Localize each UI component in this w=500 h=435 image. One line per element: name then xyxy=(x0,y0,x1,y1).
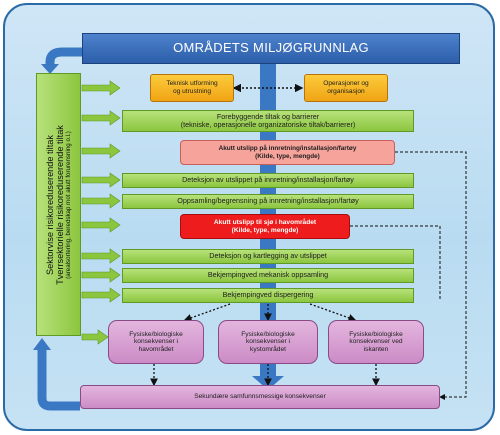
box-konsekvenser-kystomradet: Fysiske/biologiske konsekvenser i kystom… xyxy=(218,320,318,364)
box-operasjoner: Operasjoner og organisasjon xyxy=(304,74,388,102)
box-akutt-innretning: Akutt utslipp på innretning/installasjon… xyxy=(180,140,395,165)
arrow-to-mekanisk xyxy=(81,267,121,283)
arrow-to-akutt-havomrade xyxy=(81,217,121,233)
sidebar-line-2: Tverrsektorielle risikoreduserende tilta… xyxy=(55,124,66,285)
dotted-to-iskanten xyxy=(309,303,357,322)
dotted-to-havomradet xyxy=(183,303,231,322)
arrow-to-forebyggende xyxy=(81,110,121,126)
sidebar-line-1: Sektorvise risikoreduserende tiltak xyxy=(44,134,55,275)
box-konsekvenser-iskanten: Fysiske/biologiske konsekvenser ved iska… xyxy=(328,320,424,364)
arrow-to-kartlegging xyxy=(81,248,121,264)
dashed-connector-havomrade xyxy=(350,225,441,300)
box-forebyggende: Forebyggende tiltak og barrierer (teknis… xyxy=(122,110,414,132)
arrow-to-dispergering xyxy=(81,287,121,303)
sidebar-line-3: (arealsortering, beredskap mot akutt for… xyxy=(64,130,72,279)
feedback-arrow-top xyxy=(45,47,82,66)
dashed-connector-innretning xyxy=(395,151,467,400)
box-oppsamling: Oppsamling/begrensning på innretning/ins… xyxy=(122,194,414,209)
arrow-to-top-boxes xyxy=(81,80,121,96)
feedback-arrowhead-top xyxy=(41,64,59,74)
box-sekundaere-konsekvenser: Sekundære samfunnsmessige konsekvenser xyxy=(80,385,440,409)
box-deteksjon-innretning: Deteksjon av utslippet på innretning/ins… xyxy=(122,173,414,188)
arrow-to-oppsamling xyxy=(81,193,121,209)
arrow-to-akutt-innretning xyxy=(81,143,121,159)
sidebar-arrows xyxy=(81,80,121,345)
box-bekjemping-mekanisk: Bekjempingved mekanisk oppsamling xyxy=(122,268,414,283)
sidebar-text: Sektorvise risikoreduserende tiltak Tver… xyxy=(45,73,73,336)
feedback-arrowhead-bottom xyxy=(33,338,51,350)
feedback-arrow-bottom xyxy=(37,348,80,411)
box-konsekvenser-havomradet: Fysiske/biologiske konsekvenser i havomr… xyxy=(108,320,204,364)
box-deteksjon-kartlegging: Deteksjon og kartlegging av utslippet xyxy=(122,249,414,264)
arrow-to-consequences xyxy=(81,329,109,345)
box-teknisk-utforming: Teknisk utforming og utrustning xyxy=(150,74,234,102)
arrow-to-deteksjon xyxy=(81,172,121,188)
box-akutt-havomrade: Akutt utslipp til sjø i havområdet (Kild… xyxy=(180,214,350,239)
page-title: OMRÅDETS MILJØGRUNNLAG xyxy=(82,33,460,64)
sidebar-measures: Sektorvise risikoreduserende tiltak Tver… xyxy=(36,73,81,336)
box-bekjemping-dispergering: Bekjempingved dispergering xyxy=(122,288,414,303)
